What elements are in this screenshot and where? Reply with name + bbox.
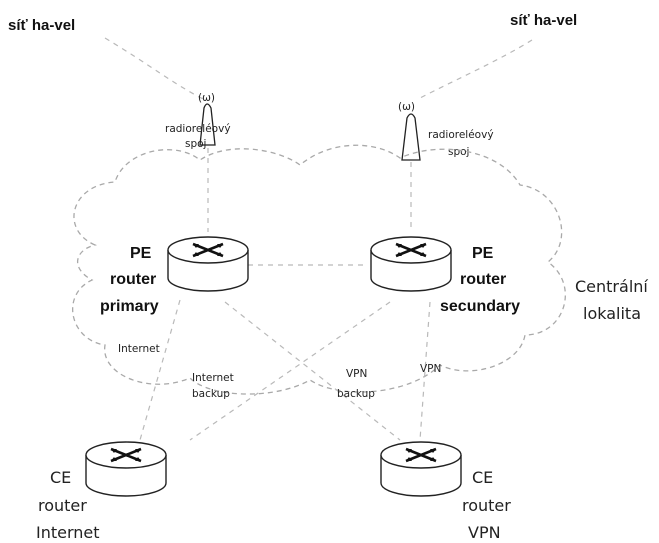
antenna-left-icon: (ω) [198,92,216,146]
link-internet-label: Internet [118,343,160,355]
link-internet-backup-label-1: Internet [192,372,234,384]
pe-primary-line1: PE [130,245,152,262]
ce-vpn-line2: router [462,496,511,515]
link-vpn-backup-label-2: backup [337,388,375,400]
ce-vpn-line3: VPN [468,523,501,542]
central-location-line1: Centrální [575,277,648,296]
central-cloud [72,144,566,395]
ce-vpn-line1: CE [472,468,493,487]
ce-internet-line2: router [38,496,87,515]
network-label-right: síť ha-vel [510,12,577,29]
ce-internet-router-icon [85,441,167,497]
antenna-right-icon: (ω) [398,101,421,161]
ce-internet-line1: CE [50,468,71,487]
radio-link-left-label-1: radioreléový [165,123,231,135]
link-internet [139,299,181,441]
radio-link-right-label-1: radioreléový [428,129,494,141]
pe-primary-line2: router [110,271,156,288]
link-internet-backup-label-2: backup [192,388,230,400]
svg-text:(ω): (ω) [398,101,415,113]
ce-vpn-router-icon [380,441,462,497]
link-vpn-backup-label-1: VPN [346,368,367,380]
link-vpn [419,301,431,441]
pe-secondary-router-icon [370,236,452,292]
ce-internet-line3: Internet [36,523,100,542]
link-vpn-label: VPN [420,363,441,375]
svg-text:(ω): (ω) [198,92,215,104]
link-network-right [419,39,533,99]
radio-link-right-label-2: spoj [448,146,469,158]
radio-link-left-label-2: spoj [185,138,206,150]
pe-primary-router-icon [167,236,249,292]
pe-secondary-line2: router [460,271,506,288]
pe-secondary-line1: PE [472,245,494,262]
pe-primary-line3: primary [100,298,159,315]
pe-secondary-line3: secundary [440,298,520,315]
link-internet-backup [224,301,401,441]
central-location-line2: lokalita [583,304,641,323]
link-network-left [104,37,206,101]
link-vpn-backup [189,301,391,441]
network-label-left: síť ha-vel [8,17,75,34]
